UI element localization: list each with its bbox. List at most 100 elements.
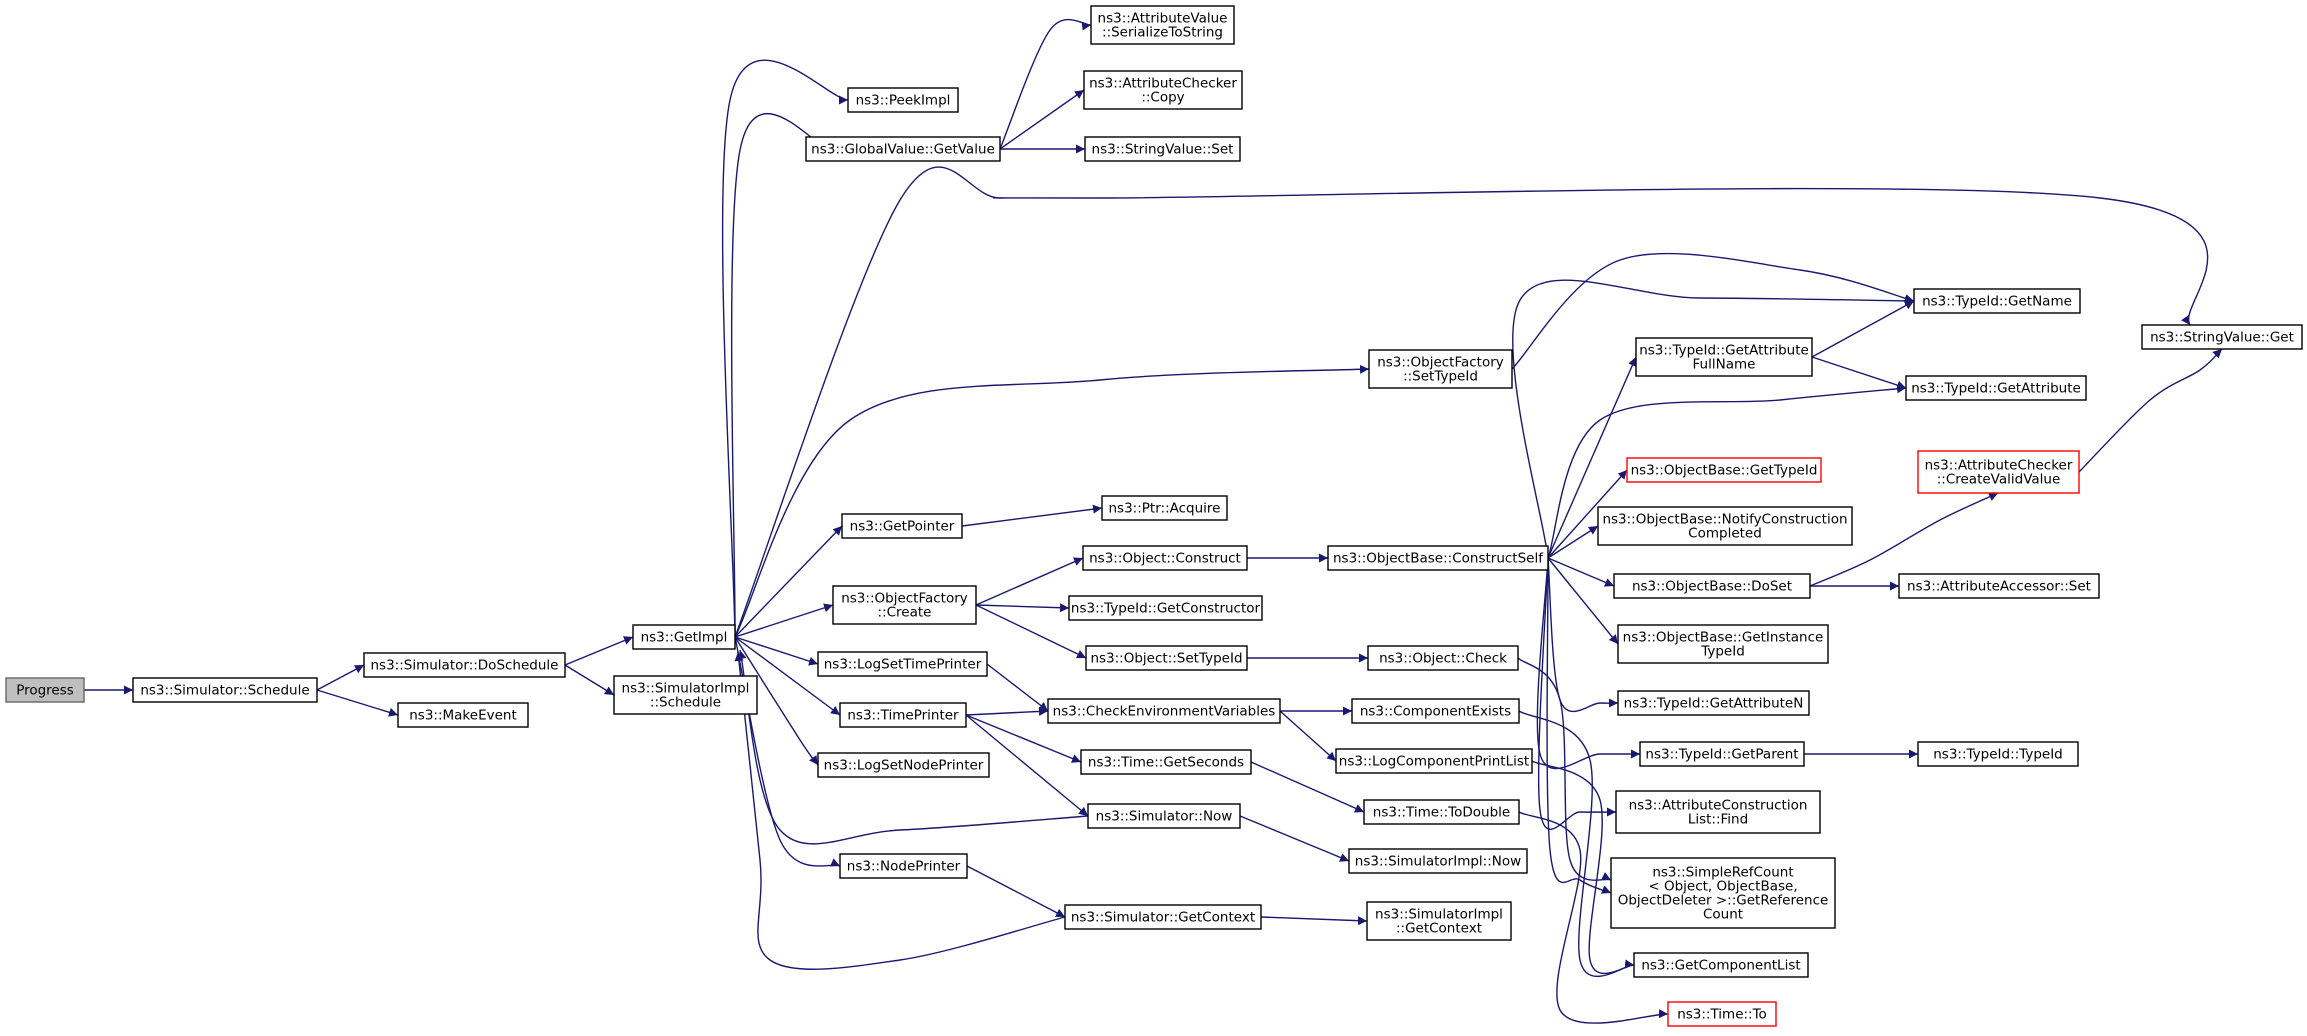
node-label: ::SetTypeId	[1403, 369, 1478, 385]
node-box	[1327, 545, 1549, 571]
node-ob-notify[interactable]: ns3::ObjectBase::NotifyConstructionCompl…	[1597, 506, 1853, 546]
node-label: ns3::Ptr::Acquire	[1109, 501, 1221, 517]
node-box	[1367, 645, 1519, 671]
node-label: Completed	[1688, 526, 1762, 542]
edge-gv-getvalue-to-ac-copy	[999, 89, 1085, 150]
node-label: ns3::Object::Check	[1379, 651, 1507, 667]
edge-ob-constructself-to-ob-getinstance	[1547, 557, 1619, 645]
node-progress[interactable]: Progress	[5, 677, 85, 703]
edge-time-todouble-to-time-to	[1518, 811, 1669, 1024]
node-log-setnodeprinter[interactable]: ns3::LogSetNodePrinter	[817, 752, 990, 778]
node-log-comp-printlist[interactable]: ns3::LogComponentPrintList	[1335, 748, 1533, 774]
edge-time-printer-to-time-getseconds	[965, 714, 1082, 763]
node-simple-refcount[interactable]: ns3::SimpleRefCount< Object, ObjectBase,…	[1610, 857, 1836, 929]
node-simimpl-now[interactable]: ns3::SimulatorImpl::Now	[1348, 848, 1528, 874]
node-label: ns3::AttributeAccessor::Set	[1907, 579, 2091, 595]
edge-do-schedule-to-get-impl	[564, 636, 634, 666]
node-box	[805, 136, 1001, 162]
edge-ob-constructself-to-tid-getattr	[1547, 384, 1907, 559]
node-simimpl-schedule[interactable]: ns3::SimulatorImpl::Schedule	[613, 675, 758, 715]
node-check-env[interactable]: ns3::CheckEnvironmentVariables	[1047, 698, 1281, 724]
node-ob-constructself[interactable]: ns3::ObjectBase::ConstructSelf	[1327, 545, 1549, 571]
node-of-create[interactable]: ns3::ObjectFactory::Create	[832, 585, 977, 625]
node-peek-impl[interactable]: ns3::PeekImpl	[847, 87, 959, 113]
node-obj-settypeid[interactable]: ns3::Object::SetTypeId	[1085, 645, 1248, 671]
node-label: ns3::ObjectBase::GetInstance	[1623, 630, 1824, 646]
node-box	[1082, 545, 1248, 571]
node-label: ns3::ComponentExists	[1360, 704, 1511, 720]
edge-of-create-to-tid-getconstructor	[975, 603, 1070, 613]
node-tid-getconstructor[interactable]: ns3::TypeId::GetConstructor	[1068, 595, 1263, 621]
edge-get-impl-to-gv-getvalue	[730, 112, 831, 638]
node-label: ns3::LogSetTimePrinter	[824, 657, 982, 673]
edge-get-impl-to-of-settypeid	[734, 364, 1370, 638]
node-label: ns3::GlobalValue::GetValue	[811, 142, 995, 158]
node-label: ns3::LogSetNodePrinter	[824, 758, 984, 774]
node-label: ObjectDeleter >::GetReference	[1618, 893, 1829, 909]
node-box	[847, 87, 959, 113]
node-ob-gettypeid[interactable]: ns3::ObjectBase::GetTypeId	[1626, 457, 1822, 483]
node-of-settypeid[interactable]: ns3::ObjectFactory::SetTypeId	[1368, 349, 1513, 389]
edge-ob-doset-to-ac-createvalid	[1809, 492, 1999, 587]
node-box	[832, 585, 977, 625]
edge-of-settypeid-to-tid-getname	[1511, 252, 1915, 370]
node-sv-get[interactable]: ns3::StringValue::Get	[2141, 324, 2303, 350]
node-label: ns3::LogComponentPrintList	[1339, 754, 1529, 770]
node-label: ::SerializeToString	[1102, 25, 1223, 41]
node-label: ns3::StringValue::Set	[1092, 142, 1234, 158]
node-ob-doset[interactable]: ns3::ObjectBase::DoSet	[1613, 573, 1811, 599]
node-tid-getname[interactable]: ns3::TypeId::GetName	[1913, 288, 2081, 314]
node-label: ns3::Simulator::Now	[1096, 809, 1233, 825]
node-sim-getcontext[interactable]: ns3::Simulator::GetContext	[1064, 904, 1262, 930]
node-av-serialize[interactable]: ns3::AttributeValue::SerializeToString	[1090, 5, 1235, 45]
node-gv-getvalue[interactable]: ns3::GlobalValue::GetValue	[805, 136, 1001, 162]
node-tid-typeid[interactable]: ns3::TypeId::TypeId	[1917, 741, 2079, 767]
node-simimpl-getcontext[interactable]: ns3::SimulatorImpl::GetContext	[1366, 901, 1512, 941]
node-label: ns3::AttributeChecker	[1089, 76, 1237, 92]
edge-get-impl-to-log-settimeprinter	[734, 636, 819, 666]
node-label: ns3::CheckEnvironmentVariables	[1053, 704, 1276, 720]
node-ptr-acquire[interactable]: ns3::Ptr::Acquire	[1101, 495, 1228, 521]
node-do-schedule[interactable]: ns3::Simulator::DoSchedule	[363, 652, 566, 678]
edge-time-getseconds-to-time-todouble	[1250, 761, 1365, 813]
node-label: ns3::TypeId::GetAttribute	[1911, 381, 2081, 397]
node-label: ns3::TypeId::TypeId	[1933, 747, 2063, 763]
node-label: TypeId	[1700, 644, 1745, 660]
node-box	[1080, 749, 1252, 775]
node-time-printer[interactable]: ns3::TimePrinter	[839, 702, 967, 728]
node-log-settimeprinter[interactable]: ns3::LogSetTimePrinter	[817, 651, 988, 677]
node-label: ns3::ObjectBase::ConstructSelf	[1333, 551, 1544, 567]
node-box	[1087, 803, 1241, 829]
node-label: ::GetContext	[1396, 921, 1482, 937]
edge-ob-constructself-to-ob-gettypeid	[1547, 469, 1628, 559]
node-label: ::Schedule	[650, 695, 721, 711]
node-time-to[interactable]: ns3::Time::To	[1667, 1001, 1777, 1027]
node-sim-schedule[interactable]: ns3::Simulator::Schedule	[132, 677, 318, 703]
node-box	[1617, 624, 1829, 664]
node-node-printer[interactable]: ns3::NodePrinter	[839, 853, 968, 879]
node-sim-now[interactable]: ns3::Simulator::Now	[1087, 803, 1241, 829]
node-ac-createvalid[interactable]: ns3::AttributeChecker::CreateValidValue	[1917, 450, 2080, 494]
node-ac-copy[interactable]: ns3::AttributeChecker::Copy	[1083, 70, 1243, 110]
node-label: ns3::Simulator::GetContext	[1071, 910, 1255, 926]
node-box	[632, 624, 736, 650]
node-tid-getattr[interactable]: ns3::TypeId::GetAttribute	[1905, 375, 2087, 401]
node-sv-set[interactable]: ns3::StringValue::Set	[1084, 136, 1241, 162]
node-get-pointer[interactable]: ns3::GetPointer	[841, 513, 963, 539]
node-get-comp-list[interactable]: ns3::GetComponentList	[1633, 952, 1809, 978]
node-aa-set[interactable]: ns3::AttributeAccessor::Set	[1898, 573, 2100, 599]
node-tid-getparent[interactable]: ns3::TypeId::GetParent	[1639, 741, 1805, 767]
node-get-impl[interactable]: ns3::GetImpl	[632, 624, 736, 650]
node-make-event[interactable]: ns3::MakeEvent	[397, 702, 529, 728]
node-obj-construct[interactable]: ns3::Object::Construct	[1082, 545, 1248, 571]
node-tid-getattrn[interactable]: ns3::TypeId::GetAttributeN	[1617, 690, 1810, 716]
node-box	[1613, 573, 1811, 599]
node-time-todouble[interactable]: ns3::Time::ToDouble	[1363, 799, 1520, 825]
node-label: ns3::ObjectFactory	[1377, 355, 1504, 371]
node-comp-exists[interactable]: ns3::ComponentExists	[1351, 698, 1520, 724]
node-time-getseconds[interactable]: ns3::Time::GetSeconds	[1080, 749, 1252, 775]
node-obj-check[interactable]: ns3::Object::Check	[1367, 645, 1519, 671]
